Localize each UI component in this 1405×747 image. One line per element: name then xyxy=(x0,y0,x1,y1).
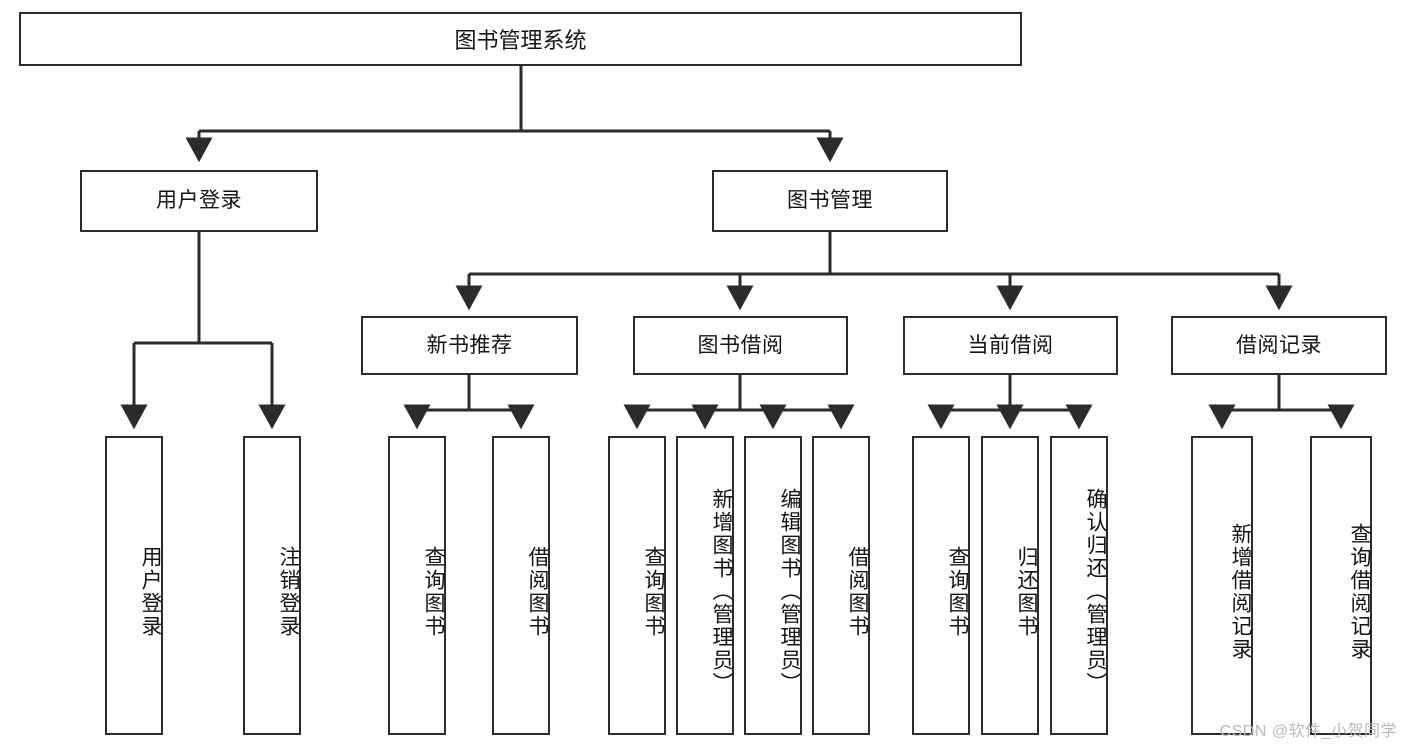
leaf-user-login-login[interactable]: 用户登录 xyxy=(105,436,163,735)
leaf-recommend-query-book[interactable]: 查询图书 xyxy=(388,436,446,735)
node-label: 新增借阅记录 xyxy=(1229,522,1252,661)
node-label: 图书管理 xyxy=(787,189,873,213)
leaf-record-add-record[interactable]: 新增借阅记录 xyxy=(1191,436,1253,735)
node-label: 图书管理系统 xyxy=(454,28,587,53)
leaf-recommend-borrow-book[interactable]: 借阅图书 xyxy=(492,436,550,735)
leaf-user-login-logout[interactable]: 注销登录 xyxy=(243,436,301,735)
node-label: 借阅图书 xyxy=(846,545,869,638)
node-root-system[interactable]: 图书管理系统 xyxy=(19,12,1022,66)
node-user-login[interactable]: 用户登录 xyxy=(80,170,318,232)
node-label: 编辑图书（管理员） xyxy=(778,488,801,695)
leaf-record-query-record[interactable]: 查询借阅记录 xyxy=(1310,436,1372,735)
node-book-borrow[interactable]: 图书借阅 xyxy=(633,316,848,375)
node-book-management[interactable]: 图书管理 xyxy=(712,170,948,232)
leaf-current-query-book[interactable]: 查询图书 xyxy=(912,436,970,735)
node-label: 当前借阅 xyxy=(967,333,1054,357)
leaf-borrow-edit-book[interactable]: 编辑图书（管理员） xyxy=(744,436,802,735)
node-borrow-record[interactable]: 借阅记录 xyxy=(1171,316,1387,375)
csdn-watermark: CSDN @软件_小贺同学 xyxy=(1219,723,1397,740)
leaf-borrow-add-book[interactable]: 新增图书（管理员） xyxy=(676,436,734,735)
node-label: 借阅记录 xyxy=(1236,333,1322,357)
node-label: 查询图书 xyxy=(422,545,445,638)
node-label: 归还图书 xyxy=(1015,545,1038,638)
leaf-borrow-query-book[interactable]: 查询图书 xyxy=(608,436,666,735)
node-label: 查询借阅记录 xyxy=(1348,522,1371,661)
node-label: 查询图书 xyxy=(642,545,665,638)
node-new-book-recommend[interactable]: 新书推荐 xyxy=(361,316,578,375)
node-label: 新书推荐 xyxy=(426,333,513,357)
node-label: 借阅图书 xyxy=(526,545,549,638)
node-label: 注销登录 xyxy=(277,545,300,638)
node-label: 用户登录 xyxy=(156,189,242,213)
node-label: 新增图书（管理员） xyxy=(710,488,733,695)
leaf-current-return-book[interactable]: 归还图书 xyxy=(981,436,1039,735)
node-label: 确认归还（管理员） xyxy=(1084,488,1107,695)
node-label: 用户登录 xyxy=(139,545,162,638)
node-current-borrow[interactable]: 当前借阅 xyxy=(903,316,1118,375)
leaf-borrow-borrow-book[interactable]: 借阅图书 xyxy=(812,436,870,735)
leaf-current-confirm-return[interactable]: 确认归还（管理员） xyxy=(1050,436,1108,735)
node-label: 图书借阅 xyxy=(697,333,784,357)
node-label: 查询图书 xyxy=(946,545,969,638)
